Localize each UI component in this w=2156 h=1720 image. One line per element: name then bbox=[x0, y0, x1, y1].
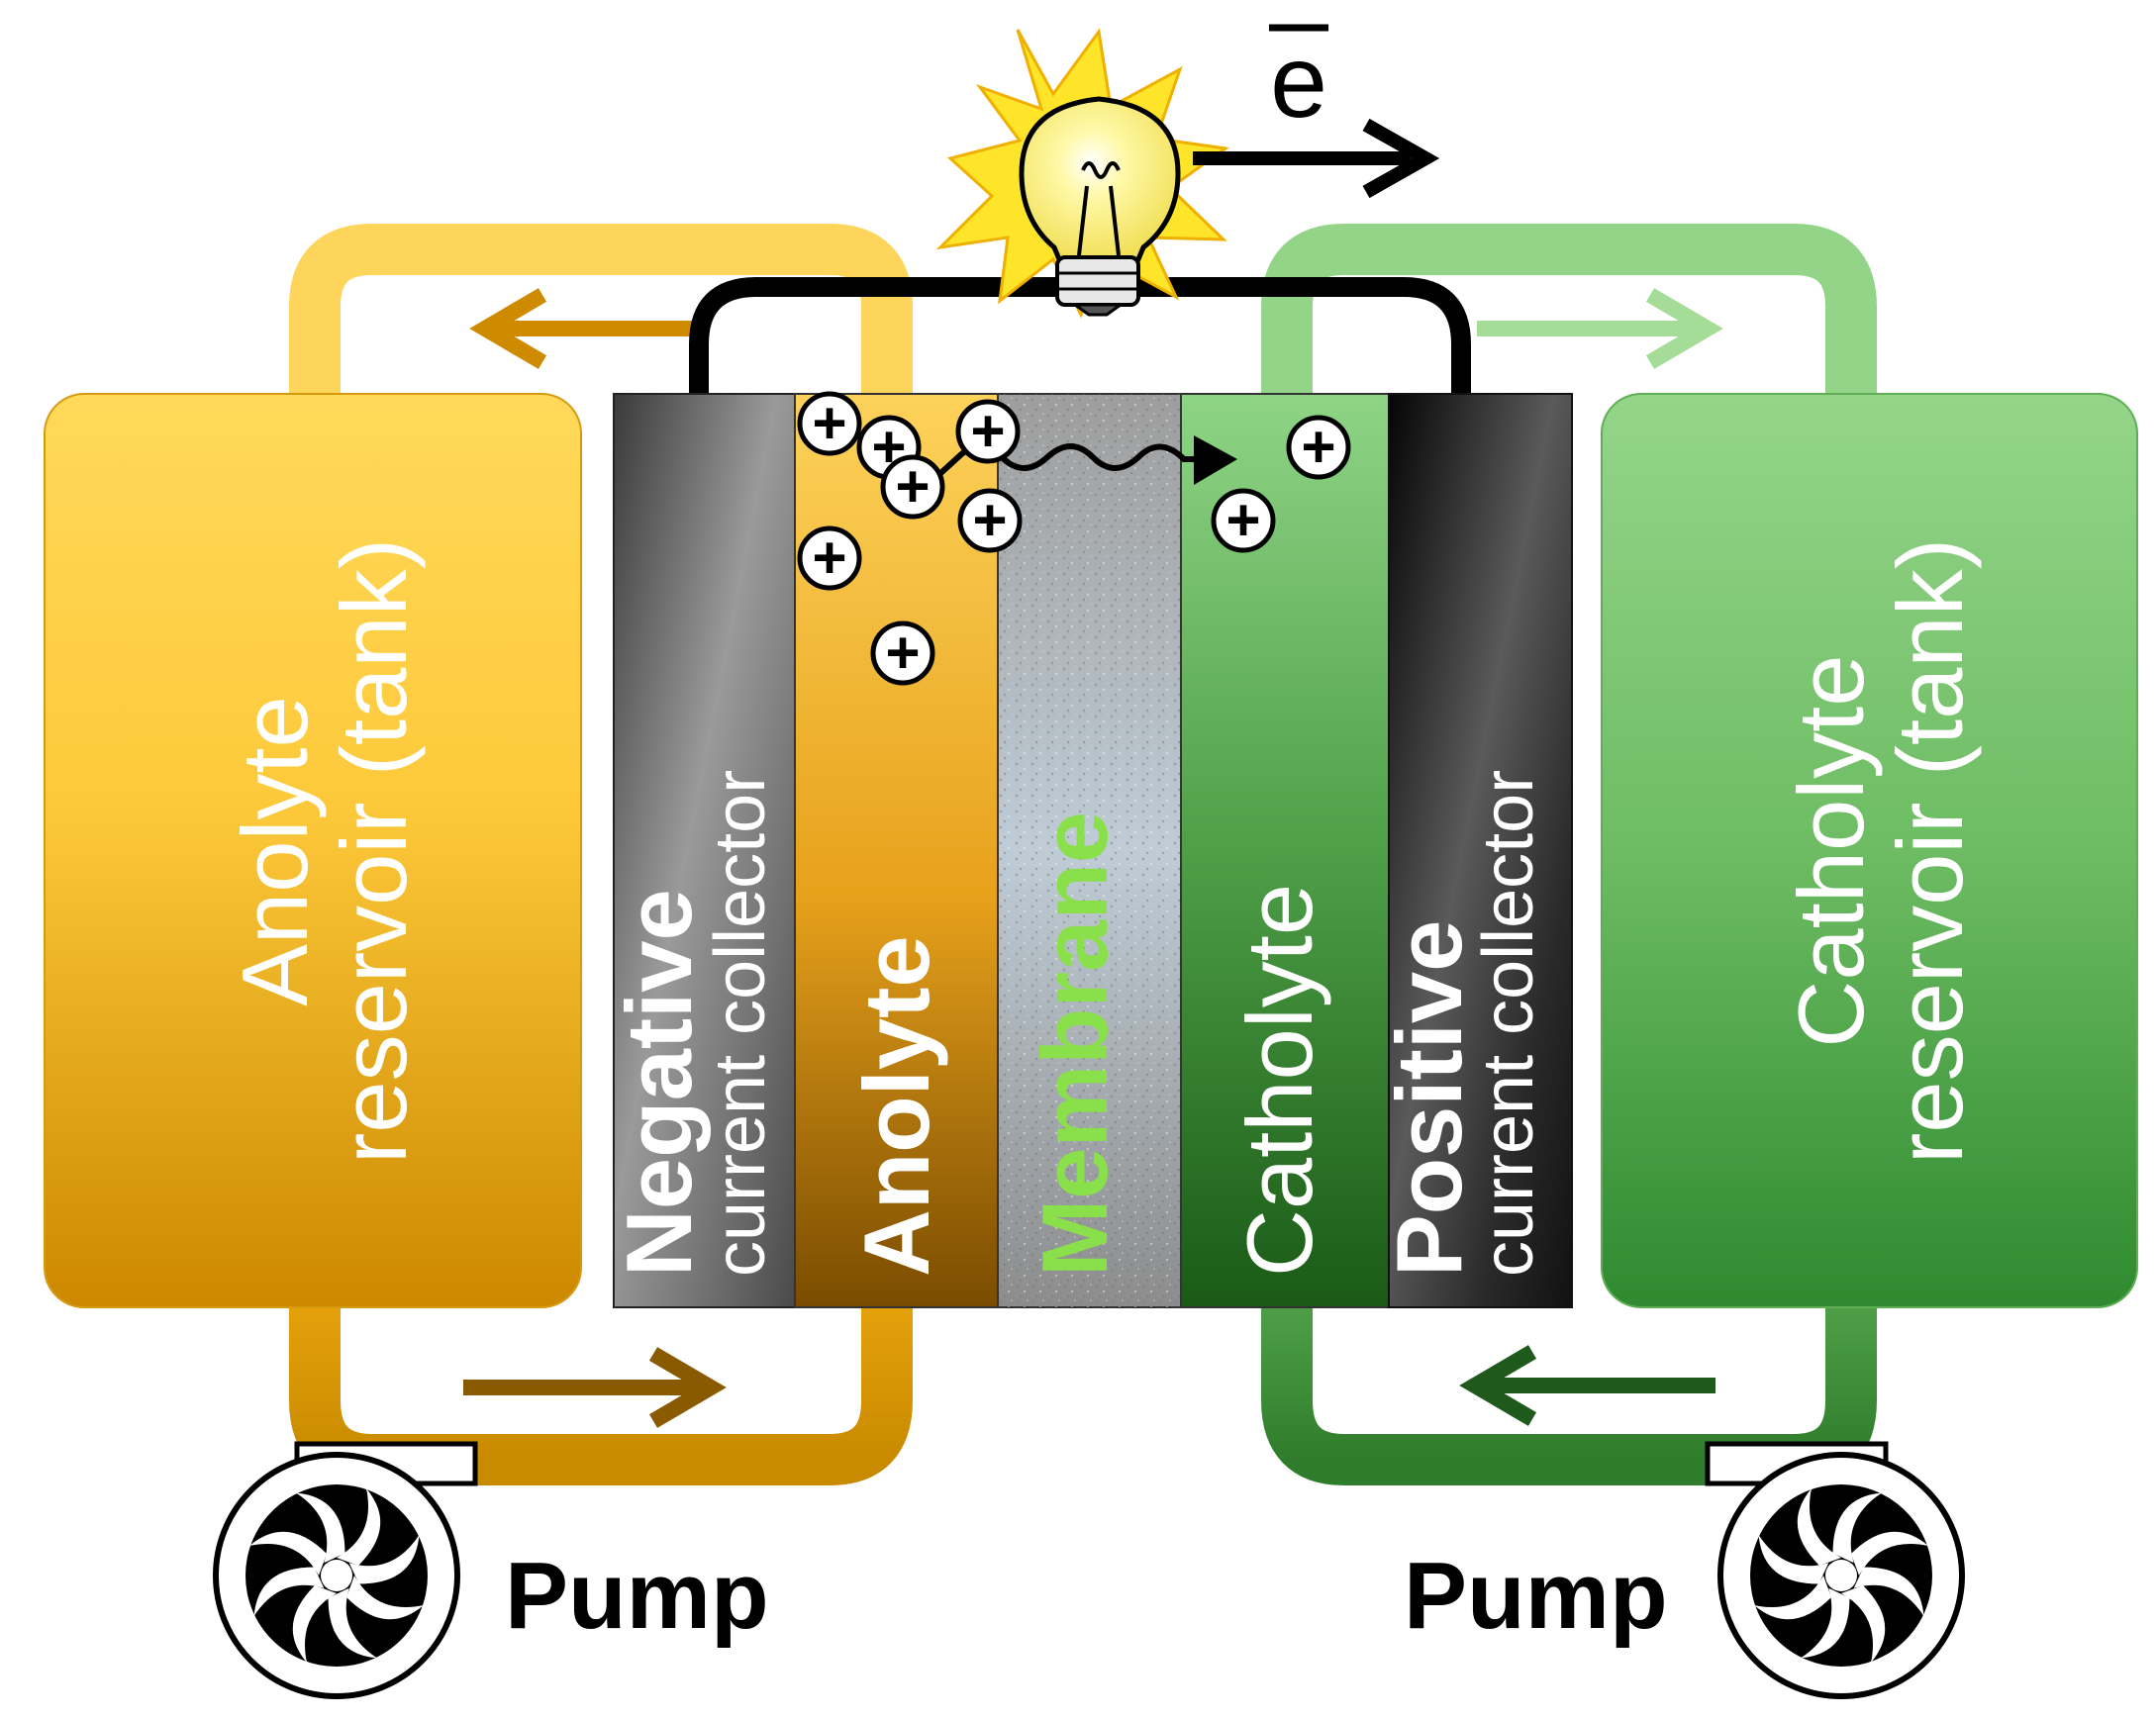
cation-symbol: + bbox=[812, 525, 846, 591]
impeller-blade bbox=[1754, 1576, 1831, 1620]
impeller-blade bbox=[346, 1576, 424, 1620]
cell-stack bbox=[613, 393, 1573, 1308]
impeller-blade bbox=[249, 1531, 327, 1576]
cation-symbol: + bbox=[1301, 414, 1335, 480]
negative-collector-label-group: Negative current collector bbox=[607, 770, 780, 1277]
electron-arrow-icon bbox=[1362, 118, 1440, 199]
cation-icon bbox=[870, 621, 935, 686]
catholyte-compartment bbox=[1180, 393, 1390, 1308]
impeller-hub bbox=[1825, 1560, 1857, 1591]
impeller-blade bbox=[253, 1567, 325, 1617]
cation-symbol: + bbox=[972, 487, 1007, 553]
catholyte-return-arrow-icon bbox=[1477, 288, 1723, 369]
bulb-glass bbox=[1019, 96, 1181, 262]
cation-symbol: + bbox=[895, 453, 930, 520]
catholyte-cell-label-group: Catholyte bbox=[1227, 884, 1331, 1277]
impeller-blade bbox=[337, 1488, 381, 1566]
negative-collector-label-line1: Negative bbox=[607, 889, 711, 1277]
negative-collector-label-line2: current collector bbox=[701, 770, 780, 1277]
anolyte-reservoir-label-line2: reservoir (tank) bbox=[322, 538, 426, 1164]
electron-symbol: e bbox=[1270, 25, 1327, 140]
left-pump-label: Pump bbox=[505, 1543, 769, 1649]
catholyte-reservoir-label: Catholyte reservoir (tank) bbox=[1779, 538, 1982, 1164]
impeller-blade bbox=[1841, 1585, 1886, 1663]
impeller-blade bbox=[1758, 1534, 1829, 1584]
catholyte-cell-label: Catholyte bbox=[1227, 884, 1331, 1277]
membrane-label-group: Membrane bbox=[1023, 812, 1127, 1277]
cation-icon bbox=[797, 526, 862, 591]
anolyte-reservoir-label-line1: Anolyte bbox=[223, 696, 327, 1006]
cation-icon bbox=[955, 399, 1021, 464]
positive-current-collector bbox=[1388, 393, 1573, 1308]
anolyte-bottom-pipe bbox=[289, 1306, 913, 1485]
cation-icon bbox=[1286, 415, 1351, 480]
right-pump-label: Pump bbox=[1404, 1543, 1668, 1649]
catholyte-reservoir-label-line1: Catholyte bbox=[1779, 654, 1883, 1047]
positive-collector-label-line1: Positive bbox=[1377, 920, 1481, 1278]
impeller-blade bbox=[1800, 1587, 1850, 1659]
negative-current-collector bbox=[613, 393, 796, 1308]
anolyte-cell-label-group: Anolyte bbox=[844, 935, 948, 1277]
cation-icon bbox=[957, 488, 1023, 553]
light-bulb-icon bbox=[935, 28, 1229, 319]
bulb-filament bbox=[1077, 161, 1121, 256]
bulb-base bbox=[1055, 255, 1140, 307]
impeller-blade bbox=[295, 1492, 345, 1564]
left-pump bbox=[213, 1441, 478, 1699]
anolyte-cell-label: Anolyte bbox=[844, 935, 948, 1277]
impeller-hub bbox=[321, 1560, 352, 1591]
pump-impeller-icon bbox=[1750, 1484, 1932, 1667]
positive-collector-label-group: Positive current collector bbox=[1377, 770, 1548, 1277]
impeller-blade bbox=[1832, 1492, 1883, 1564]
anolyte-supply-arrow-icon bbox=[463, 1347, 727, 1428]
anolyte-reservoir-tank bbox=[44, 393, 582, 1308]
impeller-blade bbox=[1853, 1567, 1924, 1617]
anolyte-reservoir-label: Anolyte reservoir (tank) bbox=[223, 538, 426, 1164]
impeller-blade bbox=[1797, 1488, 1841, 1566]
membrane-texture bbox=[998, 394, 1181, 1307]
impeller-blade bbox=[292, 1585, 337, 1663]
right-pump bbox=[1705, 1441, 1965, 1699]
cation-icon bbox=[880, 454, 945, 520]
cation-symbol: + bbox=[885, 620, 920, 686]
anolyte-return-arrow-icon bbox=[469, 288, 693, 369]
cation-symbol: + bbox=[1225, 487, 1260, 553]
electron-flow: e bbox=[1193, 24, 1440, 199]
catholyte-supply-arrow-icon bbox=[1459, 1345, 1715, 1426]
cation-icon bbox=[797, 391, 862, 456]
cation-group: +++++++++ bbox=[797, 390, 1351, 686]
catholyte-reservoir-tank bbox=[1601, 393, 2138, 1308]
catholyte-reservoir-label-line2: reservoir (tank) bbox=[1878, 538, 1982, 1164]
catholyte-bottom-pipe bbox=[1261, 1306, 1877, 1485]
membrane-label: Membrane bbox=[1023, 812, 1127, 1277]
pump-impeller-icon bbox=[245, 1484, 428, 1667]
impeller-blade bbox=[1851, 1531, 1928, 1576]
positive-collector-label-line2: current collector bbox=[1469, 770, 1548, 1277]
cation-icon bbox=[1211, 488, 1276, 553]
cation-symbol: + bbox=[812, 390, 846, 456]
impeller-blade bbox=[328, 1587, 378, 1659]
cation-symbol: + bbox=[970, 398, 1005, 464]
impeller-blade bbox=[348, 1534, 420, 1584]
